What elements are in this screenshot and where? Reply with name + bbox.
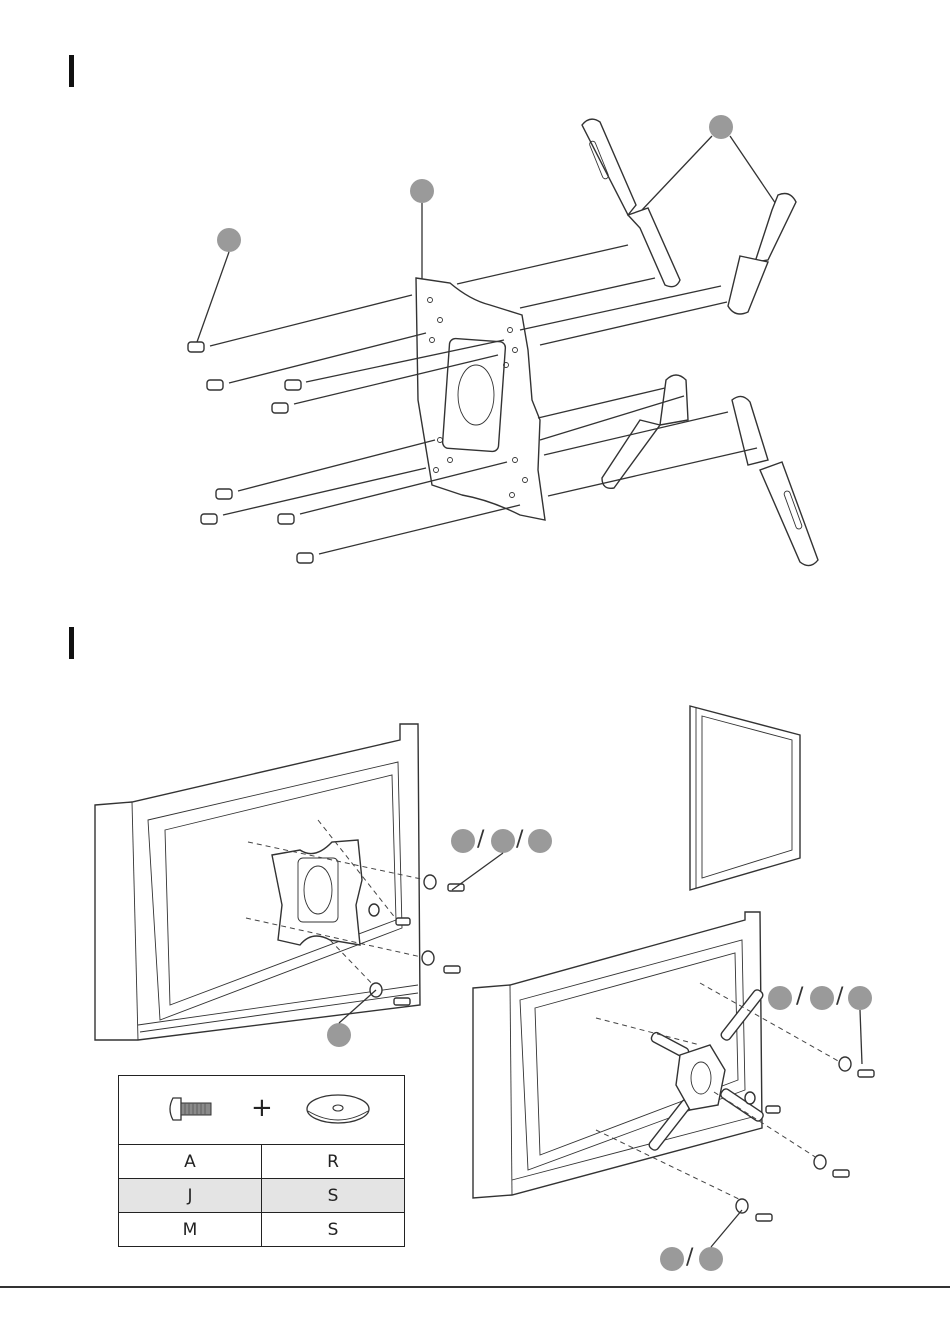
slash-bottom: /: [686, 1245, 693, 1270]
washer-icon: [303, 1091, 373, 1127]
callout-bottom-b: [699, 1247, 723, 1271]
screw-code: J: [119, 1179, 262, 1213]
tv-back-with-arms: [473, 912, 874, 1221]
screw-icon: [167, 1094, 247, 1124]
callout-right-b: [810, 986, 834, 1010]
callout-left-b: [491, 829, 515, 853]
tv-back-flat: [95, 724, 464, 1040]
callout-washer-left: [327, 1023, 351, 1047]
callout-left-c: [528, 829, 552, 853]
slash-right-2: /: [836, 984, 843, 1009]
plus-sign: +: [251, 1093, 273, 1123]
callout-right-a: [768, 986, 792, 1010]
callout-bottom-a: [660, 1247, 684, 1271]
hardware-combination-table: + A R J S M S: [118, 1075, 405, 1247]
slash-left-2: /: [516, 827, 523, 852]
footer-rule: [0, 1286, 950, 1288]
washer-code: S: [262, 1179, 405, 1213]
slash-right-1: /: [796, 984, 803, 1009]
table-row: J S: [119, 1179, 405, 1213]
table-row: A R: [119, 1145, 405, 1179]
callout-left-a: [451, 829, 475, 853]
screw-code: M: [119, 1213, 262, 1247]
tv-front-panel: [690, 706, 800, 890]
washer-code: S: [262, 1213, 405, 1247]
screw-code: A: [119, 1145, 262, 1179]
table-row: M S: [119, 1213, 405, 1247]
washer-code: R: [262, 1145, 405, 1179]
table-header-row: +: [119, 1076, 405, 1145]
slash-left-1: /: [477, 827, 484, 852]
callout-right-c: [848, 986, 872, 1010]
